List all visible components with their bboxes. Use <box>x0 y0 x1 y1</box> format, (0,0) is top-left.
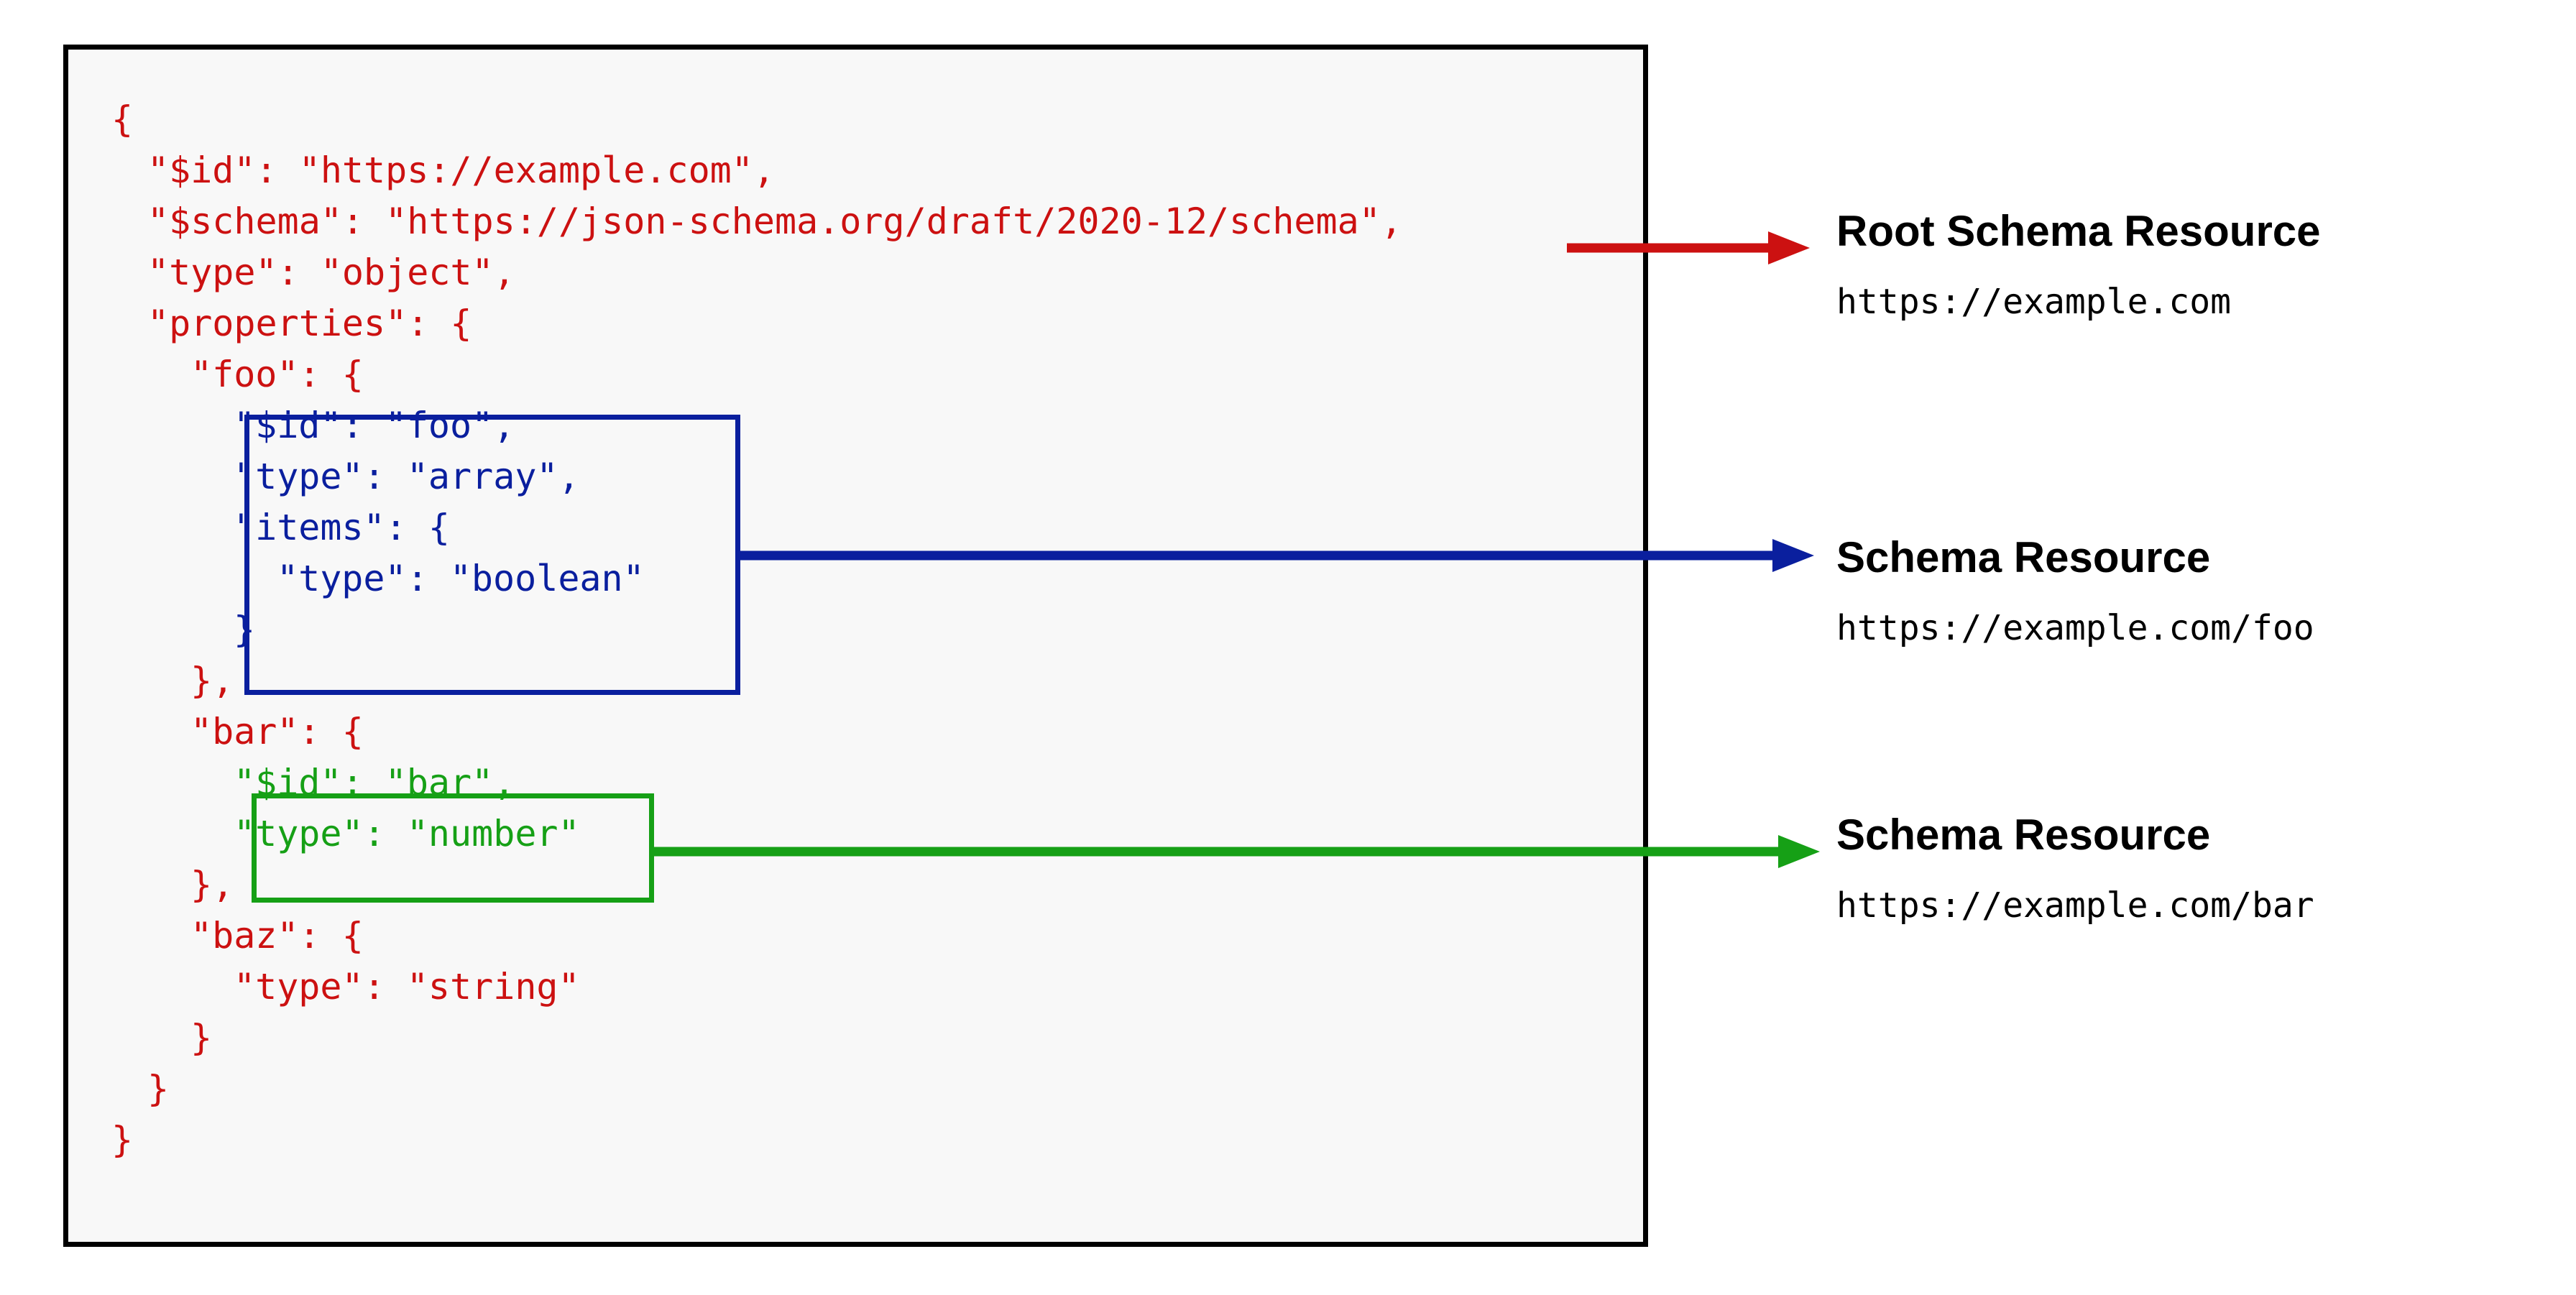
code-line: "type": "object", <box>147 252 515 293</box>
code-line: "items": { <box>234 507 451 548</box>
code-line: "$id": "https://example.com", <box>147 149 775 191</box>
json-code-panel: { "$id": "https://example.com", "$schema":… <box>63 45 1648 1247</box>
arrow-bar-schema <box>650 835 1820 868</box>
annotation-uri: https://example.com <box>1836 282 2232 322</box>
code-line: "type": "array", <box>234 456 580 497</box>
annotation-title: Schema Resource <box>1836 533 2211 581</box>
code-line: "foo": { <box>190 354 364 395</box>
annotation-title: Root Schema Resource <box>1836 207 2321 255</box>
code-line: { <box>111 98 134 140</box>
code-line: "$id": "foo", <box>234 405 515 446</box>
code-line: "properties": { <box>147 303 472 344</box>
code-line: } <box>190 1017 213 1059</box>
annotation-foo-schema-resource: Schema Resource https://example.com/foo <box>1836 533 2314 648</box>
annotation-root-schema-resource: Root Schema Resource https://example.com <box>1836 207 2321 322</box>
annotation-bar-schema-resource: Schema Resource https://example.com/bar <box>1836 811 2314 926</box>
arrow-root-schema <box>1567 231 1810 264</box>
code-line: "baz": { <box>190 915 364 957</box>
code-line: } <box>111 1119 134 1161</box>
annotation-title: Schema Resource <box>1836 811 2211 859</box>
code-line: }, <box>190 660 234 701</box>
arrow-foo-schema <box>737 539 1814 572</box>
code-line: } <box>147 1068 170 1110</box>
code-line: "type": "number" <box>234 813 580 854</box>
annotation-uri: https://example.com/foo <box>1836 608 2314 648</box>
code-line: "$schema": "https://json-schema.org/draf… <box>147 201 1402 242</box>
code-line: "bar": { <box>190 711 364 752</box>
highlight-box-bar-subschema <box>252 793 654 903</box>
code-line: "type": "boolean" <box>277 558 645 599</box>
annotation-uri: https://example.com/bar <box>1836 885 2314 926</box>
code-line: }, <box>190 864 234 905</box>
code-line: "type": "string" <box>234 966 580 1008</box>
highlight-box-foo-subschema <box>244 415 740 695</box>
json-code-listing: { "$id": "https://example.com", "$schema":… <box>111 94 1402 1166</box>
